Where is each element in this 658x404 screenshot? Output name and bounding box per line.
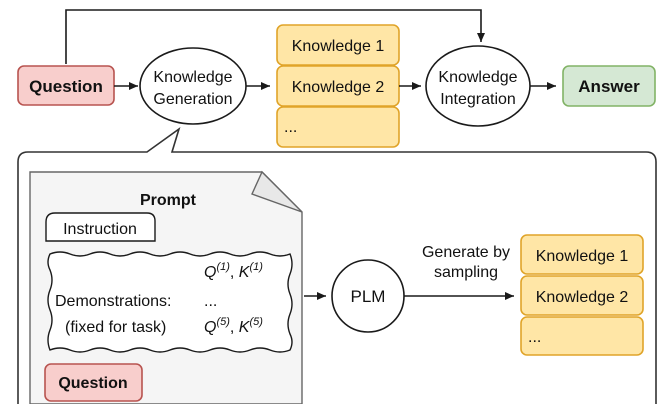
question-node: Question — [17, 65, 115, 106]
demo-first-comma: , — [230, 264, 239, 281]
bottom-knowledge-ellipsis-label: ... — [528, 329, 541, 346]
prompt-question-box — [44, 363, 143, 402]
instruction-label: Instruction — [63, 221, 137, 238]
demo-last-q: Q — [204, 319, 216, 336]
demo-ellipsis: ... — [204, 293, 217, 310]
top-knowledge-2-label: Knowledge 2 — [292, 79, 385, 96]
demo-last-q-sup: (5) — [216, 316, 230, 328]
demo-first-k: K — [239, 264, 251, 281]
plm-label: PLM — [351, 287, 386, 306]
demo-last-comma: , — [230, 319, 239, 336]
answer-node: Answer — [562, 65, 656, 107]
bottom-knowledge-ellipsis-box — [520, 316, 644, 356]
top-knowledge-stack: Knowledge 1 Knowledge 2 ... — [276, 24, 400, 148]
bottom-knowledge-2-box — [520, 275, 644, 316]
instruction-tag — [45, 212, 156, 242]
prompt-document-fold — [251, 170, 303, 213]
bottom-knowledge-2-label: Knowledge 2 — [536, 289, 629, 306]
demonstrations-label: Demonstrations: — [55, 293, 172, 310]
prompt-title: Prompt — [140, 192, 197, 209]
demonstrations-box — [47, 251, 293, 353]
demo-first-q: Q — [204, 264, 216, 281]
knowledge-integration-node: Knowledge Integration — [425, 45, 531, 127]
demo-last-k-sup: (5) — [249, 316, 263, 328]
top-knowledge-1-label: Knowledge 1 — [292, 38, 385, 55]
demo-last-k: K — [239, 319, 251, 336]
question-node-label: Question — [29, 77, 103, 96]
knowledge-generation-label-line-2: Generation — [153, 91, 232, 108]
prompt-question-label: Question — [58, 375, 127, 392]
top-knowledge-1-box — [276, 24, 400, 66]
top-knowledge-ellipsis-box — [276, 106, 400, 148]
generate-by-label-line-2: sampling — [434, 264, 498, 281]
plm-node: PLM — [331, 259, 405, 333]
demo-first-pair: Q(1), K(1) — [204, 261, 263, 281]
generate-by-label-line-1: Generate by — [422, 244, 510, 261]
detail-callout-frame — [17, 126, 657, 404]
bottom-knowledge-1-label: Knowledge 1 — [536, 248, 629, 265]
knowledge-integration-label-line-2: Integration — [440, 91, 516, 108]
knowledge-generation-node: Knowledge Generation — [139, 47, 247, 125]
question-to-integration-connector — [65, 9, 485, 64]
demo-last-pair: Q(5), K(5) — [204, 316, 263, 336]
demo-first-k-sup: (1) — [249, 261, 263, 273]
prompt-document: Prompt Instruction Q(1), K(1) Demonstrat… — [29, 170, 303, 404]
demo-first-q-sup: (1) — [216, 261, 230, 273]
bottom-knowledge-stack: Knowledge 1 Knowledge 2 ... — [520, 234, 644, 356]
top-knowledge-ellipsis-label: ... — [284, 119, 297, 136]
fixed-for-task-label: (fixed for task) — [65, 319, 166, 336]
bottom-knowledge-1-box — [520, 234, 644, 275]
answer-node-label: Answer — [578, 77, 640, 96]
knowledge-integration-label-line-1: Knowledge — [438, 69, 517, 86]
knowledge-generation-label-line-1: Knowledge — [153, 69, 232, 86]
